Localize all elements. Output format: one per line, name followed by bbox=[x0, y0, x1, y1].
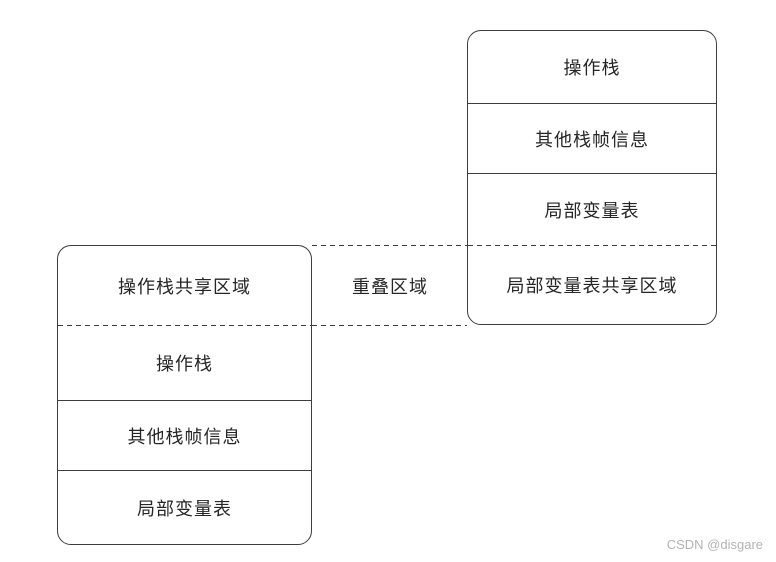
lower-stack-frame: 操作栈共享区域 操作栈 其他栈帧信息 局部变量表 bbox=[57, 245, 312, 545]
watermark: CSDN @disgare bbox=[666, 537, 763, 552]
upper-frame-row-other-info: 其他栈帧信息 bbox=[468, 104, 716, 173]
row-label: 局部变量表 bbox=[137, 498, 232, 520]
row-label: 操作栈共享区域 bbox=[118, 276, 251, 298]
row-label: 其他栈帧信息 bbox=[535, 129, 649, 151]
divider-dashed bbox=[468, 245, 716, 246]
divider-solid bbox=[468, 173, 716, 174]
divider-solid bbox=[58, 400, 311, 401]
overlap-region-label: 重叠区域 bbox=[313, 246, 467, 325]
row-label: 局部变量表共享区域 bbox=[506, 276, 678, 297]
divider-dashed bbox=[58, 325, 311, 326]
row-label: 局部变量表 bbox=[544, 200, 640, 222]
upper-stack-frame: 操作栈 其他栈帧信息 局部变量表 局部变量表共享区域 bbox=[467, 30, 717, 325]
row-label: 操作栈 bbox=[563, 58, 621, 79]
row-label: 其他栈帧信息 bbox=[127, 426, 242, 448]
row-label: 操作栈 bbox=[156, 354, 213, 375]
lower-frame-row-operand-stack: 操作栈 bbox=[58, 326, 311, 400]
upper-frame-row-operand-stack: 操作栈 bbox=[468, 31, 716, 103]
divider-solid bbox=[468, 103, 716, 104]
lower-frame-row-local-vars: 局部变量表 bbox=[58, 471, 311, 544]
lower-frame-row-other-info: 其他栈帧信息 bbox=[58, 401, 311, 470]
divider-solid bbox=[58, 470, 311, 471]
lower-frame-row-shared-area: 操作栈共享区域 bbox=[58, 246, 311, 325]
upper-frame-row-shared-area: 局部变量表共享区域 bbox=[468, 246, 716, 324]
overlap-connector-bottom-line bbox=[312, 325, 467, 326]
overlap-connector-top-line bbox=[312, 245, 467, 246]
overlap-region-text: 重叠区域 bbox=[352, 276, 428, 298]
upper-frame-row-local-vars: 局部变量表 bbox=[468, 174, 716, 245]
